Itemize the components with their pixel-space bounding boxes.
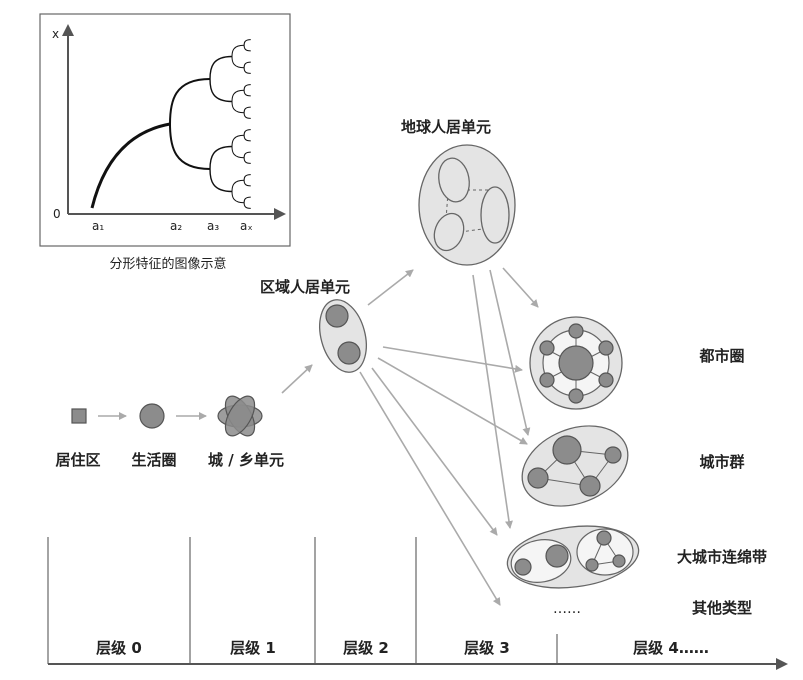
inset-tick-a3: a₃ bbox=[207, 219, 219, 233]
inset-frame bbox=[39, 13, 291, 247]
inset-tick-ax: aₓ bbox=[240, 219, 253, 233]
label-ellipsis: …… bbox=[553, 601, 581, 617]
city-group-node bbox=[521, 425, 629, 507]
level3-arrows bbox=[359, 267, 539, 606]
residential-node bbox=[71, 408, 87, 424]
level-bar bbox=[47, 537, 788, 670]
regional-unit-node bbox=[319, 299, 367, 373]
inset-tick-a2: a₂ bbox=[170, 219, 182, 233]
label-regional-unit: 区域人居单元 bbox=[260, 278, 350, 296]
arrow-regional-to-earth bbox=[367, 269, 414, 306]
label-megalopolis: 大城市连绵带 bbox=[677, 548, 767, 566]
label-town-unit: 城 / 乡单元 bbox=[208, 451, 284, 469]
metro-circle-node bbox=[529, 316, 623, 410]
town-unit-node bbox=[217, 395, 263, 437]
inset-origin-label: 0 bbox=[53, 207, 61, 221]
megalopolis-node bbox=[506, 525, 640, 589]
level-0-label: 层级 0 bbox=[96, 639, 142, 657]
arrow-town-to-regional bbox=[281, 364, 313, 394]
label-metro-circle: 都市圈 bbox=[698, 347, 744, 365]
label-earth-unit: 地球人居单元 bbox=[401, 118, 491, 136]
inset-tick-a1: a₁ bbox=[92, 219, 104, 233]
label-living-circle: 生活圈 bbox=[131, 451, 176, 469]
living-circle-node bbox=[139, 403, 165, 429]
fractal-inset: x 0 a₁ a₂ a₃ aₓ bbox=[39, 13, 291, 247]
fractal-curve bbox=[90, 39, 251, 209]
label-residential: 居住区 bbox=[55, 451, 100, 469]
inset-axis-x-label: x bbox=[52, 27, 59, 41]
label-other-types: 其他类型 bbox=[692, 599, 752, 617]
level-1-label: 层级 1 bbox=[230, 639, 276, 657]
level-2-label: 层级 2 bbox=[343, 639, 389, 657]
inset-caption: 分形特征的图像示意 bbox=[109, 256, 226, 272]
level-3-label: 层级 3 bbox=[464, 639, 510, 657]
earth-unit-node bbox=[418, 144, 516, 266]
label-city-group: 城市群 bbox=[699, 453, 744, 471]
level-4-label: 层级 4…… bbox=[633, 639, 709, 657]
